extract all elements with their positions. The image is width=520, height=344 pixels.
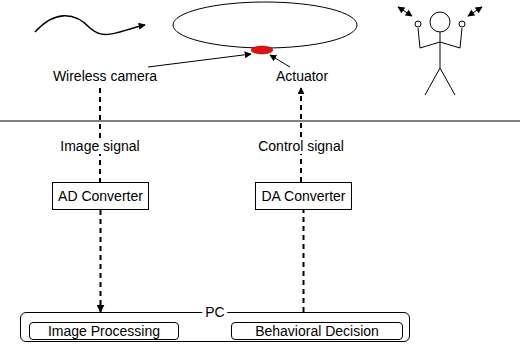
leader-arrow: [270, 55, 290, 67]
figure-body: [440, 32, 441, 68]
signal-line: [99, 88, 101, 182]
pc-frame: PCImage ProcessingBehavioral Decision: [20, 312, 410, 342]
part-label: Actuator: [274, 68, 330, 84]
divider-line: [0, 121, 520, 122]
process-box: Behavioral Decision: [231, 322, 403, 340]
figure-hand: [415, 21, 421, 27]
signal-arrow: [100, 210, 102, 312]
box-label: AD Converter: [58, 188, 143, 204]
figure-arms: [418, 28, 462, 48]
converter-box: AD Converter: [52, 182, 149, 210]
figure-head: [430, 12, 450, 32]
figure-legs: [425, 68, 455, 95]
frame-title: PC: [202, 304, 227, 320]
gondola: [251, 46, 273, 54]
motion-arrow: [468, 7, 482, 16]
signal-arrow: [303, 210, 305, 312]
box-label: Behavioral Decision: [255, 323, 379, 339]
blimp-body: [173, 2, 357, 48]
leader-arrow: [148, 54, 251, 67]
converter-box: DA Converter: [255, 182, 352, 210]
flight-path: [35, 16, 145, 35]
signal-line: [300, 88, 302, 182]
process-box: Image Processing: [29, 322, 179, 340]
signal-name: Control signal: [256, 138, 346, 154]
figure-hand: [459, 21, 465, 27]
signal-name: Image signal: [58, 138, 141, 154]
box-label: DA Converter: [261, 188, 345, 204]
part-label: Wireless camera: [51, 68, 159, 84]
motion-arrow: [398, 7, 412, 16]
box-label: Image Processing: [48, 323, 160, 339]
